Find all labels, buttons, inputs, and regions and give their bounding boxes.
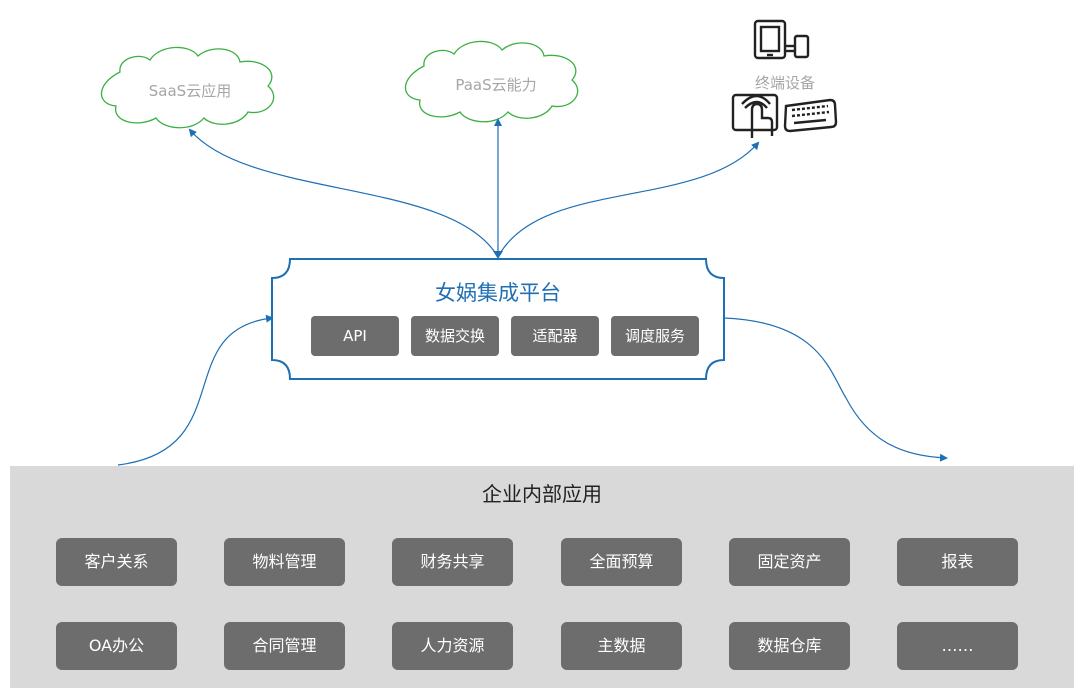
platform-top-arrowhead	[493, 251, 503, 259]
arrow-platform-to-enterprise	[723, 317, 948, 462]
app-contract: 合同管理	[224, 622, 345, 670]
devices-label: 终端设备	[754, 74, 815, 92]
app-oa: OA办公	[56, 622, 177, 670]
module-data-exchange: 数据交换	[411, 316, 499, 356]
enterprise-panel	[10, 466, 1074, 688]
module-adapter: 适配器	[511, 316, 599, 356]
saas-cloud	[100, 46, 275, 129]
platform-title: 女娲集成平台	[435, 281, 561, 305]
app-hr: 人力资源	[392, 622, 513, 670]
arrow-to-devices	[497, 141, 760, 258]
app-finance: 财务共享	[392, 538, 513, 586]
touch-screen-icon	[731, 93, 779, 138]
keyboard-icon	[783, 98, 838, 133]
app-material: 物料管理	[224, 538, 345, 586]
paas-cloud	[404, 40, 579, 123]
app-reports: 报表	[897, 538, 1018, 586]
app-master-data: 主数据	[561, 622, 682, 670]
arrow-enterprise-to-platform	[117, 314, 274, 466]
app-budget: 全面预算	[561, 538, 682, 586]
app-data-warehouse: 数据仓库	[729, 622, 850, 670]
enterprise-title: 企业内部应用	[482, 482, 602, 506]
module-api: API	[311, 316, 399, 356]
app-crm: 客户关系	[56, 538, 177, 586]
arrow-to-saas	[188, 128, 499, 258]
paas-cloud-label: PaaS云能力	[455, 76, 537, 94]
app-fixed-assets: 固定资产	[729, 538, 850, 586]
saas-cloud-label: SaaS云应用	[148, 82, 232, 100]
app-more: ……	[897, 622, 1018, 670]
tablet-phone-icon	[753, 19, 810, 60]
module-scheduling: 调度服务	[611, 316, 699, 356]
